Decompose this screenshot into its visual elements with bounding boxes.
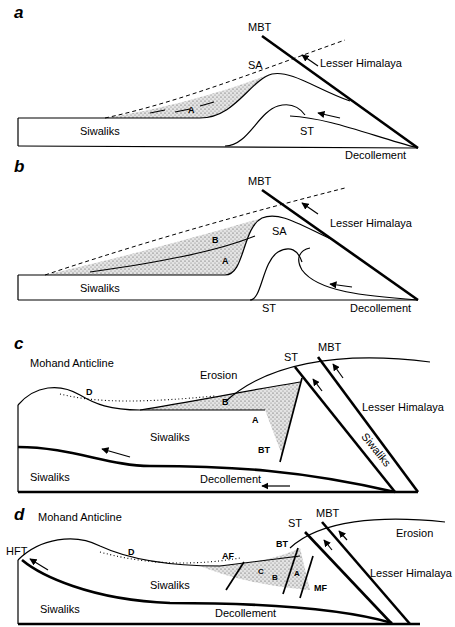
unit-letter: B bbox=[212, 236, 219, 245]
decollement-line bbox=[18, 491, 418, 494]
geologic-label: Mohand Anticline bbox=[38, 512, 122, 523]
slip-arrow bbox=[302, 55, 318, 66]
geologic-label: Decollement bbox=[200, 474, 261, 485]
geologic-label: SA bbox=[272, 226, 287, 237]
unit-letter: B bbox=[272, 574, 278, 582]
geologic-label: Siwaliks bbox=[150, 432, 190, 443]
geologic-label: Erosion bbox=[200, 370, 237, 381]
unit-letter: A bbox=[222, 257, 229, 266]
geologic-label: Siwaliks bbox=[40, 604, 80, 615]
main-boundary-thrust bbox=[318, 357, 418, 492]
section-left-edge bbox=[17, 560, 18, 624]
geologic-label: Lesser Himalaya bbox=[370, 568, 452, 579]
foreland-basin-fill bbox=[45, 218, 262, 275]
geologic-label: SA bbox=[248, 60, 263, 71]
geologic-label: Siwaliks bbox=[150, 580, 190, 591]
geologic-label: Lesser Himalaya bbox=[362, 402, 444, 413]
projected-surface bbox=[45, 188, 345, 275]
unit-letter: D bbox=[128, 548, 135, 557]
geologic-label: Decollement bbox=[350, 303, 411, 314]
back-thrust bbox=[280, 378, 302, 462]
geologic-label: ST bbox=[262, 303, 276, 314]
erosion-surface bbox=[225, 358, 430, 402]
basin-thrust bbox=[300, 556, 313, 598]
unit-letter: C bbox=[258, 568, 264, 576]
unit-letter: AF bbox=[222, 552, 234, 561]
geologic-label: Decollement bbox=[345, 150, 406, 161]
geologic-label: Lesser Himalaya bbox=[320, 58, 402, 69]
panel-b-section bbox=[18, 188, 418, 300]
unit-letter: A bbox=[188, 106, 195, 115]
geologic-label: ST bbox=[284, 352, 298, 363]
slip-arrow bbox=[339, 531, 347, 540]
decollement-line bbox=[18, 146, 418, 148]
former-surface bbox=[100, 552, 240, 563]
section-left-edge bbox=[17, 405, 18, 492]
mohand-upper-surface bbox=[18, 539, 300, 566]
siwalik-left-edge bbox=[17, 275, 18, 300]
basin-thrust bbox=[226, 562, 244, 590]
geologic-label: ST bbox=[288, 518, 302, 529]
panel-a-section bbox=[18, 36, 418, 148]
unit-letter: A bbox=[294, 570, 300, 578]
geologic-label: MBT bbox=[248, 22, 271, 33]
mohand-upper-surface bbox=[18, 388, 265, 410]
unit-letter: BT bbox=[258, 446, 270, 455]
frontal-thrust bbox=[18, 447, 395, 492]
unit-letter: MF bbox=[314, 584, 327, 593]
slip-arrow bbox=[313, 379, 322, 391]
panel-letter: a bbox=[14, 4, 23, 21]
projected-surface bbox=[105, 40, 345, 118]
unit-letter: B bbox=[222, 398, 229, 407]
decollement-line bbox=[18, 299, 418, 300]
geologic-label: MBT bbox=[318, 342, 341, 353]
main-boundary-thrust bbox=[262, 190, 418, 300]
siwalik-thrust bbox=[299, 248, 418, 300]
basin-top-surface bbox=[140, 382, 300, 410]
panel-c-section bbox=[18, 357, 430, 492]
slip-arrow bbox=[330, 284, 352, 287]
himalayan-frontal-thrust bbox=[22, 560, 392, 623]
siwalik-thrust bbox=[295, 367, 395, 492]
unit-letter: A bbox=[252, 416, 259, 425]
main-boundary-thrust bbox=[262, 36, 418, 148]
former-surface bbox=[60, 394, 215, 401]
geologic-label: Lesser Himalaya bbox=[330, 218, 412, 229]
decollement-line bbox=[18, 623, 420, 626]
piggyback-basin-fill bbox=[200, 548, 310, 590]
unit-letter: D bbox=[86, 388, 93, 397]
fold-inner-surface bbox=[250, 249, 302, 300]
geologic-label: Erosion bbox=[396, 528, 433, 539]
slip-arrow bbox=[333, 364, 343, 378]
slip-arrow bbox=[318, 113, 340, 118]
geologic-label: Siwaliks bbox=[80, 283, 120, 294]
slip-arrow bbox=[262, 485, 290, 486]
erosion-surface bbox=[290, 519, 445, 548]
unit-letter: BT bbox=[276, 540, 288, 549]
geologic-label: ST bbox=[300, 126, 314, 137]
piggyback-basin-fill bbox=[140, 382, 300, 455]
panel-letter: c bbox=[14, 335, 23, 352]
siwalik-upper-surface bbox=[18, 216, 333, 275]
geologic-label: MBT bbox=[316, 508, 339, 519]
siwalik-upper-surface bbox=[18, 73, 350, 118]
slip-arrow bbox=[302, 203, 318, 214]
siwalik-thrust bbox=[290, 116, 418, 148]
unit-boundary bbox=[90, 236, 255, 272]
geologic-label: HFT bbox=[6, 546, 27, 557]
siwalik-left-edge bbox=[17, 118, 18, 146]
slip-arrow bbox=[102, 449, 130, 457]
geologic-label: Decollement bbox=[215, 608, 276, 619]
geologic-label: MBT bbox=[248, 176, 271, 187]
slip-arrow bbox=[324, 540, 332, 550]
slip-arrow bbox=[30, 559, 48, 570]
geologic-label: Mohand Anticline bbox=[30, 358, 114, 369]
geologic-label: Siwaliks bbox=[80, 126, 120, 137]
panel-letter: d bbox=[14, 506, 24, 523]
fold-inner-surface bbox=[225, 105, 305, 146]
panel-letter: b bbox=[14, 158, 24, 175]
geologic-label: Siwaliks bbox=[30, 472, 70, 483]
